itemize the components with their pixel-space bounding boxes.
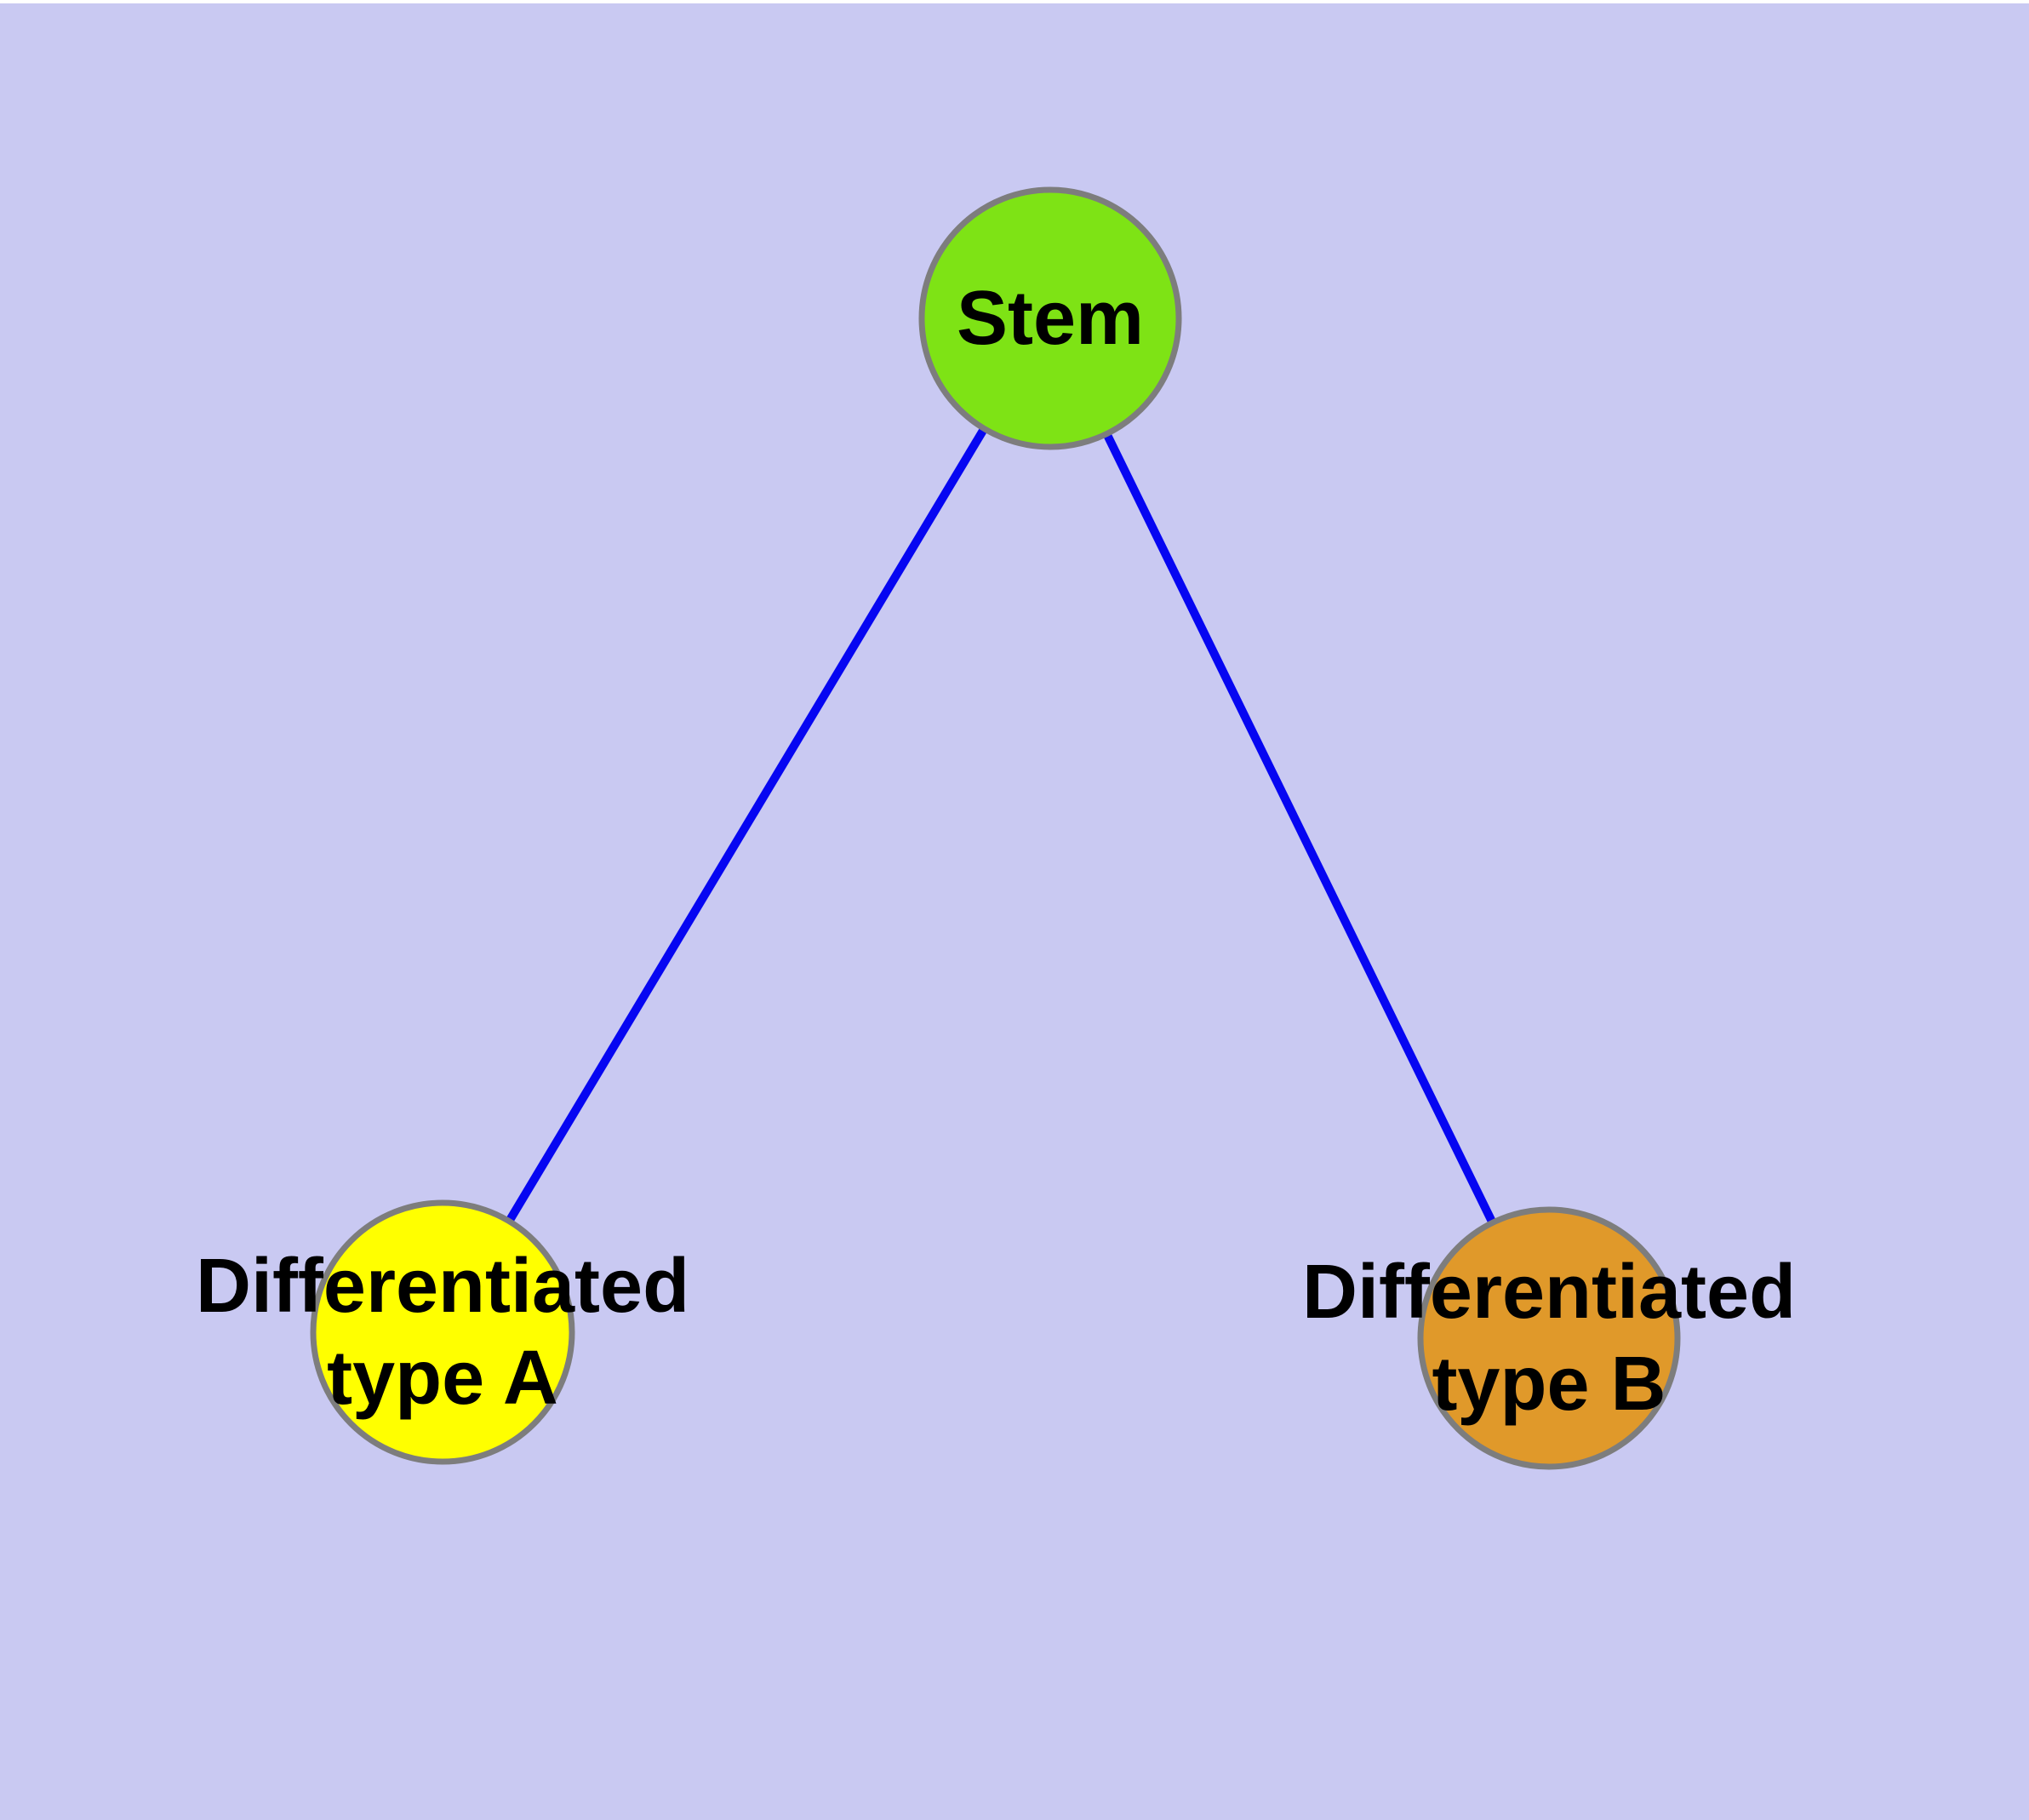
node-differentiated-type-a-label: Differentiated type A [196,1240,689,1424]
node-type-a-label-line-2: type A [327,1336,558,1421]
node-type-b-label-line-1: Differentiated [1301,1250,1797,1335]
node-stem [918,186,1182,450]
node-stem-label: Stem [957,272,1144,364]
edge-stem-to-type-b [1046,316,1553,1341]
node-stem-label-line: Stem [956,276,1145,361]
node-differentiated-type-a [310,1199,575,1465]
node-type-b-label-line-2: type B [1432,1342,1666,1427]
node-type-a-label-line-1: Differentiated [195,1244,690,1329]
node-differentiated-type-b [1417,1206,1681,1470]
top-margin-strip [0,0,2029,3]
edge-stem-to-type-a [438,316,1055,1335]
node-differentiated-type-b-label: Differentiated type B [1302,1246,1796,1430]
